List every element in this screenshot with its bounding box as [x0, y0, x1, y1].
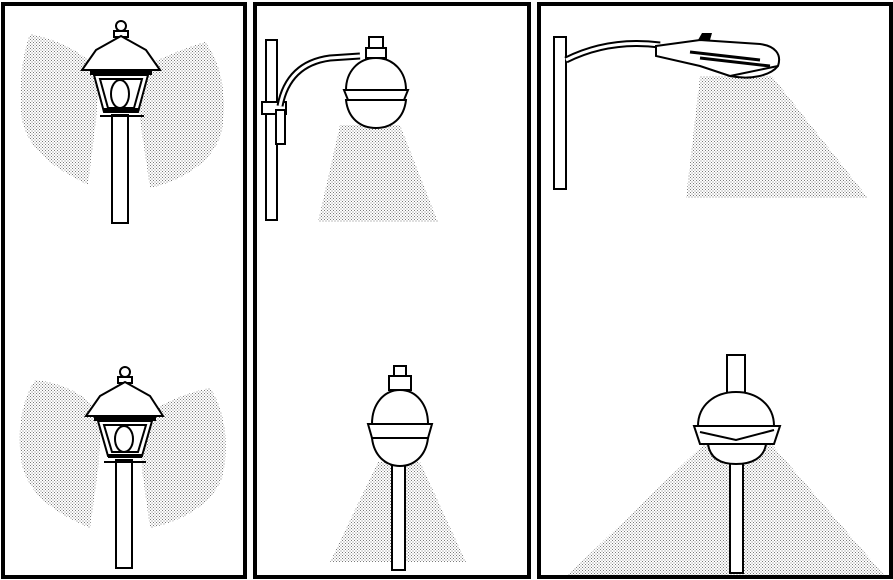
pendant-post	[391, 461, 406, 571]
lantern-post-top	[20, 20, 225, 224]
light-cone	[568, 440, 884, 575]
lantern-head	[80, 20, 162, 117]
pendant-dome	[370, 388, 430, 425]
lantern-post	[115, 459, 133, 569]
wall-arm-pendant	[261, 36, 438, 222]
dome-head	[696, 390, 776, 427]
panel-cobra-head	[537, 2, 893, 579]
dome-post	[729, 454, 744, 574]
light-cone	[318, 125, 438, 222]
cobra-arm-luminaire	[553, 33, 868, 198]
post-top-dome	[568, 354, 884, 575]
light-distribution-left	[19, 380, 102, 528]
light-distribution-right	[140, 388, 226, 528]
panel-acorn-lantern	[1, 2, 247, 579]
panel-bracket-pendant	[253, 2, 531, 579]
light-cone	[686, 76, 868, 198]
lantern-head	[84, 366, 165, 463]
wall-pole	[553, 36, 567, 190]
post-top-pendant	[330, 365, 466, 571]
pendant-dome	[344, 56, 408, 91]
lantern-post-bottom	[19, 366, 226, 569]
light-distribution-right	[138, 42, 225, 188]
lantern-post	[111, 114, 129, 224]
light-distribution-left	[20, 34, 101, 185]
